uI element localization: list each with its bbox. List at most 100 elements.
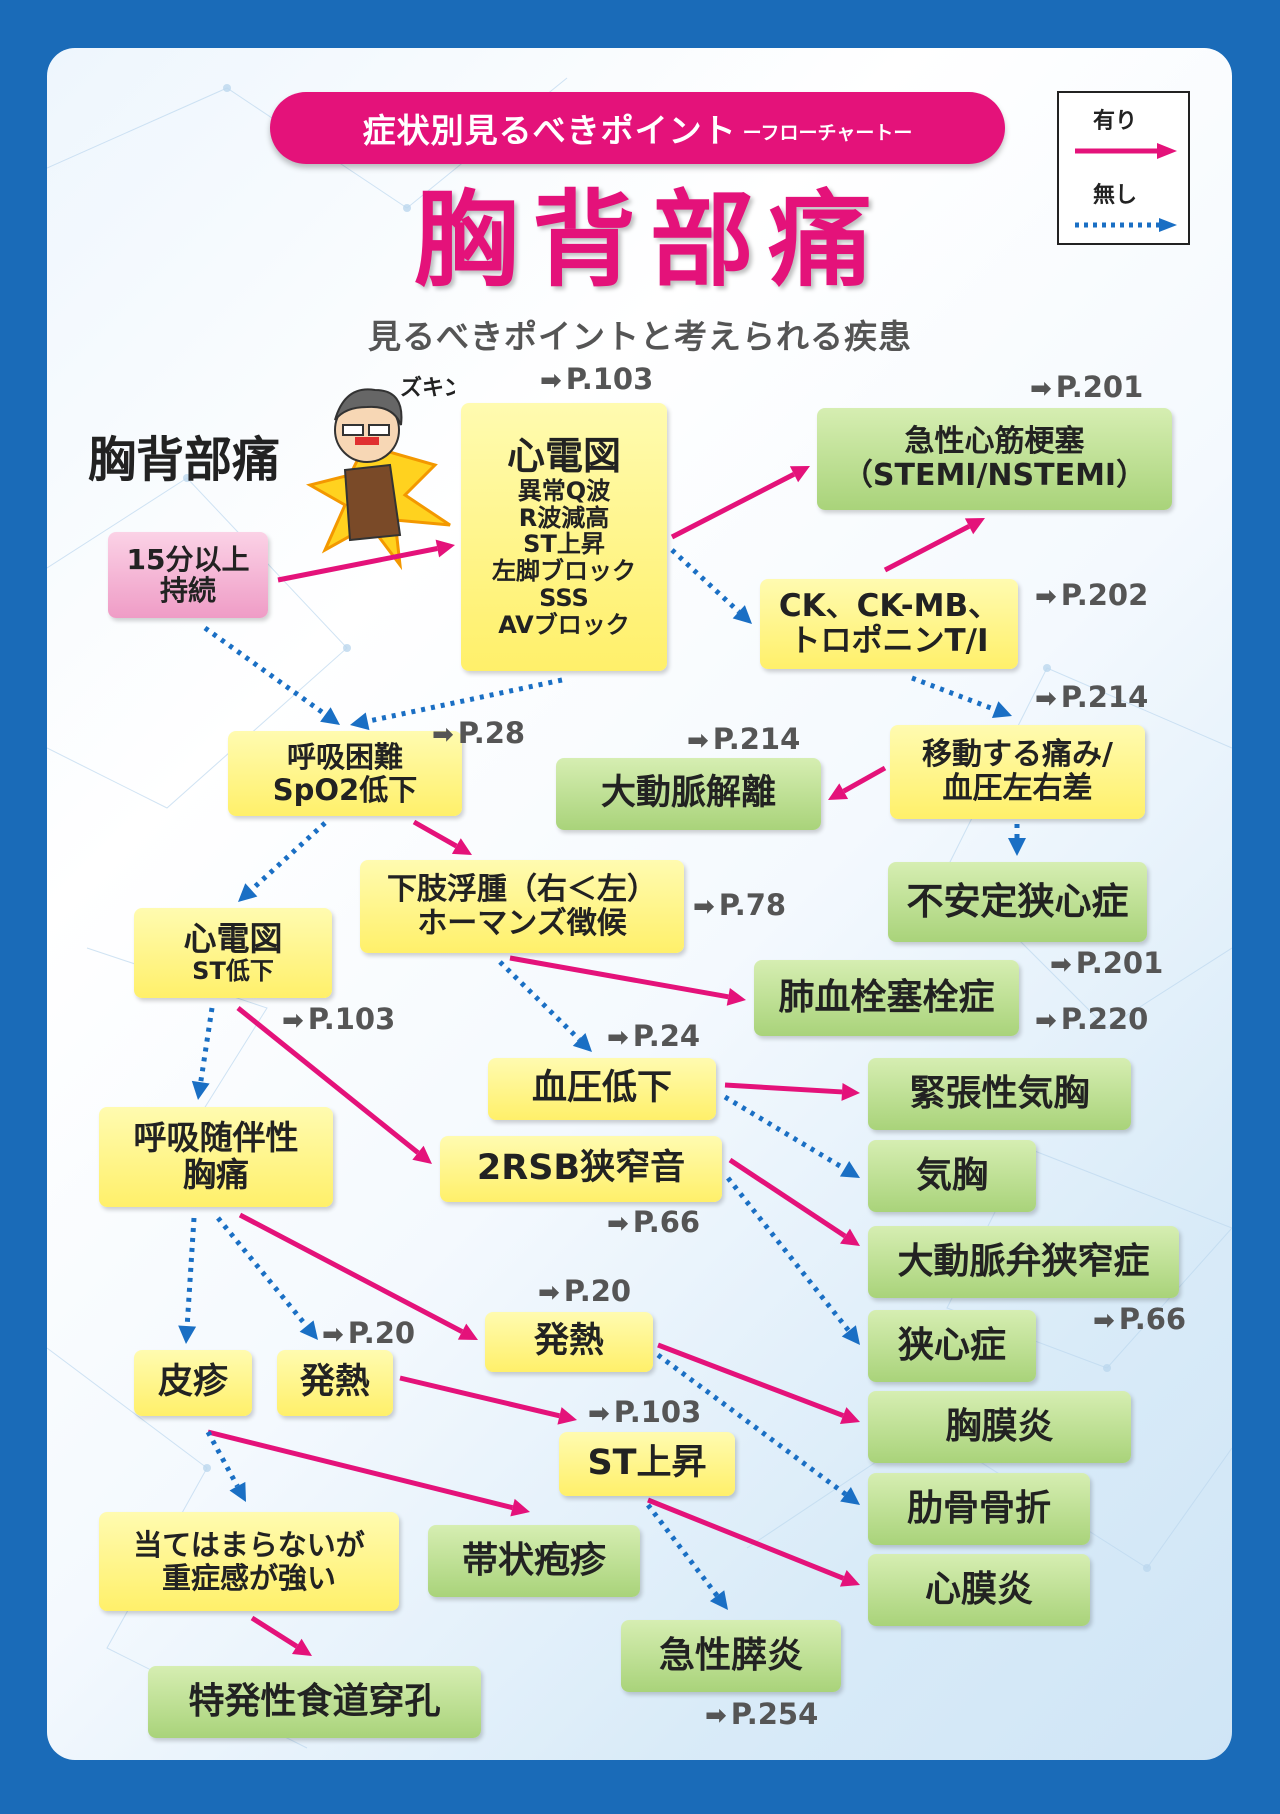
node-text-line: 胸膜炎 [945,1407,1053,1447]
page-ref-pe: ➡P.220 [1035,1002,1148,1036]
node-text-line: 大動脈解離 [601,774,776,813]
node-text-line: 心膜炎 [925,1570,1033,1610]
node-moving: 移動する痛み/血圧左右差 [890,725,1145,819]
page-ref-text: P.66 [1119,1302,1186,1336]
right-arrow-icon: ➡ [1035,684,1057,714]
right-arrow-icon: ➡ [588,1399,610,1429]
start-symptom-label: 胸背部痛 [88,420,280,490]
page-ref-text: P.78 [719,888,786,922]
page-ref-text: P.24 [633,1019,700,1053]
right-arrow-icon: ➡ [693,892,715,922]
node-rib-fx: 肋骨骨折 [868,1473,1090,1545]
node-st-up: ST上昇 [559,1432,735,1496]
node-text-line: 当てはまらないが [133,1529,364,1561]
node-text-line: 重症感が強い [162,1562,336,1594]
node-text-line: 気胸 [916,1156,988,1196]
page-ref-text: P.220 [1061,1002,1148,1036]
node-n15min: 15分以上持続 [108,532,268,618]
node-text-line: 発熱 [534,1322,604,1361]
page-ref-hypo: ➡P.24 [607,1019,700,1053]
node-text-line: 大動脈弁狭窄症 [897,1242,1149,1282]
legend-yes-label: 有り [1093,103,1137,135]
page-ref-fever2: ➡P.20 [322,1316,415,1350]
page-ref-st: ➡P.103 [588,1395,701,1429]
node-angina: 狭心症 [868,1310,1036,1382]
node-text-line: SSS [539,585,589,612]
right-arrow-icon: ➡ [1035,1006,1057,1036]
node-text-line: トロポニンT/I [789,624,988,659]
node-text-line: 急性心筋梗塞 [905,425,1085,459]
node-text-line: 血圧低下 [532,1069,672,1108]
page-ref-text: P.103 [308,1002,395,1036]
right-arrow-icon: ➡ [1050,950,1072,980]
page-ref-fever1: ➡P.20 [538,1274,631,1308]
right-arrow-icon: ➡ [1035,582,1057,612]
node-aortic-dissection: 大動脈解離 [556,758,821,830]
node-murmur: 2RSB狭窄音 [440,1136,722,1202]
section-banner: 症状別見るべきポイント ーフローチャートー [270,92,1005,164]
page-ref-text: P.103 [566,362,653,396]
node-text-line: 血圧左右差 [943,772,1093,806]
node-leg-edema: 下肢浮腫（右＜左）ホーマンズ徴候 [360,860,684,953]
svg-text:ズキン: ズキン [400,375,455,401]
node-esophageal: 特発性食道穿孔 [148,1666,481,1738]
node-text-line: 心電図 [184,921,283,958]
right-arrow-icon: ➡ [607,1023,629,1053]
page-title: 胸背部痛 [0,180,1280,300]
page-ref-text: P.214 [1061,680,1148,714]
right-arrow-icon: ➡ [1030,374,1052,404]
right-arrow-icon: ➡ [705,1701,727,1731]
page-ref-unstable: ➡P.201 [1050,946,1163,980]
right-arrow-icon: ➡ [538,1278,560,1308]
node-not-applicable: 当てはまらないが重症感が強い [99,1512,399,1611]
node-ck: CK、CK-MB、トロポニンT/I [760,579,1018,669]
page-ref-ecg2: ➡P.103 [282,1002,395,1036]
page-ref-dyspnea: ➡P.28 [432,716,525,750]
page-ref-moving: ➡P.214 [1035,680,1148,714]
page-ref-pancreatitis: ➡P.254 [705,1697,818,1731]
page-ref-leg: ➡P.78 [693,888,786,922]
node-fever1: 発熱 [485,1312,653,1372]
page-ref-text: P.20 [348,1316,415,1350]
node-zoster: 帯状疱疹 [428,1525,640,1597]
node-text-line: AVブロック [498,612,630,639]
node-text-line: 心電図 [507,435,621,478]
page-ref-text: P.201 [1056,370,1143,404]
node-text-line: 異常Q波 [518,478,610,505]
node-text-line: ST上昇 [523,531,605,558]
node-text-line: 15分以上 [127,544,250,575]
node-ecg2: 心電図ST低下 [134,908,332,998]
node-text-line: 持続 [160,575,216,606]
node-pancreatitis: 急性膵炎 [621,1620,841,1692]
node-text-line: ST上昇 [587,1444,706,1483]
page-ref-text: P.202 [1061,578,1148,612]
node-ptx: 気胸 [868,1140,1036,1212]
page-subtitle: 見るべきポイントと考えられる疾患 [0,310,1280,358]
node-tension-ptx: 緊張性気胸 [868,1058,1131,1130]
node-fever2: 発熱 [277,1350,393,1416]
page-ref-aortic: ➡P.214 [687,722,800,756]
page-ref-text: P.254 [731,1697,818,1731]
right-arrow-icon: ➡ [540,366,562,396]
node-text-line: ST低下 [192,958,274,985]
node-text-line: 狭心症 [898,1326,1006,1366]
node-text-line: 胸痛 [183,1157,249,1194]
right-arrow-icon: ➡ [687,726,709,756]
page-ref-text: P.66 [633,1205,700,1239]
page-ref-text: P.103 [614,1395,701,1429]
node-text-line: 特発性食道穿孔 [188,1682,440,1722]
node-text-line: 急性膵炎 [659,1636,803,1676]
node-text-line: R波減高 [519,505,609,532]
node-text-line: 不安定狭心症 [907,881,1129,922]
node-ami: 急性心筋梗塞（STEMI/NSTEMI） [817,408,1172,510]
page-ref-ami: ➡P.201 [1030,370,1143,404]
node-text-line: 肋骨骨折 [907,1489,1051,1529]
node-text-line: 帯状疱疹 [462,1541,606,1581]
node-text-line: SpO2低下 [273,774,417,806]
right-arrow-icon: ➡ [607,1209,629,1239]
node-text-line: 発熱 [300,1363,370,1402]
page-ref-text: P.28 [458,716,525,750]
right-arrow-icon: ➡ [1093,1306,1115,1336]
